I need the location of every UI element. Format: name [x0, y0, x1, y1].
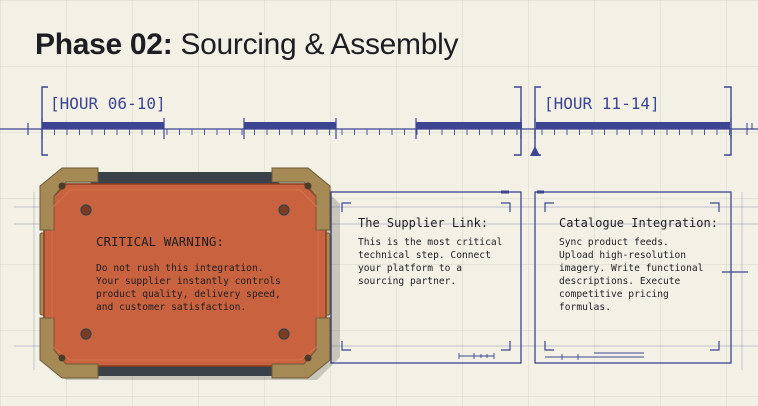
phase-name: Sourcing & Assembly [172, 28, 459, 61]
timeline-segment-label: [HOUR 06-10] [50, 94, 166, 113]
card-line: This is the most critical [358, 237, 503, 248]
card-text: Sync product feeds. Upload high-resoluti… [559, 236, 703, 314]
card-line: your platform to a [358, 263, 462, 274]
card-text: This is the most critical technical step… [358, 236, 502, 288]
card-line: imagery. Write functional [559, 263, 704, 274]
warning-line: Do not rush this integration. [96, 263, 264, 274]
warning-line: product quality, delivery speed, [96, 289, 281, 300]
warning-line: and customer satisfaction. [96, 302, 247, 313]
warning-text: Do not rush this integration. Your suppl… [96, 262, 281, 314]
card-line: Upload high-resolution [559, 250, 687, 261]
timeline-segment-label: [HOUR 11-14] [544, 94, 660, 113]
card-title: The Supplier Link: [358, 216, 489, 230]
card-line: formulas. [559, 302, 611, 313]
warning-title: CRITICAL WARNING: [96, 234, 224, 249]
card-line: Sync product feeds. [559, 237, 669, 248]
card-line: descriptions. Execute [559, 276, 681, 287]
card-line: sourcing partner. [358, 276, 457, 287]
warning-line: Your supplier instantly controls [96, 276, 281, 287]
phase-label: Phase 02: [35, 28, 173, 61]
card-line: technical step. Connect [358, 250, 491, 261]
card-line: competitive pricing [559, 289, 669, 300]
card-title: Catalogue Integration: [559, 216, 718, 230]
page-title: Phase 02: Sourcing & Assembly [35, 28, 459, 62]
